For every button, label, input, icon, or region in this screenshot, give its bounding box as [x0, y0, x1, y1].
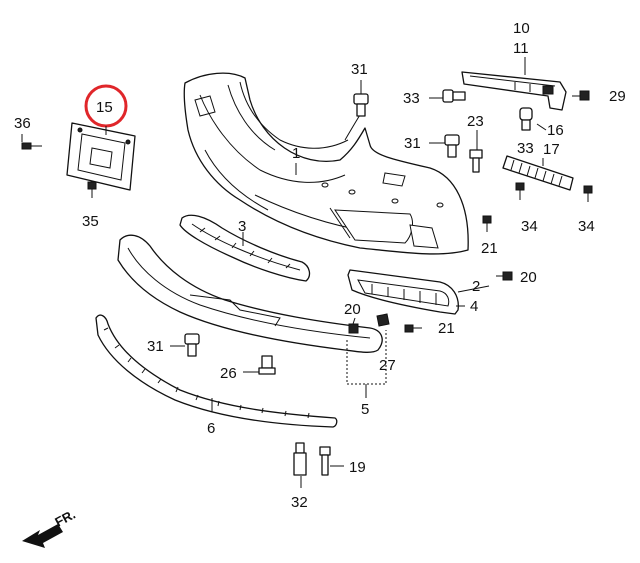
spacer-strip [502, 155, 574, 191]
callout-33-right: 33 [517, 140, 534, 157]
callout-5: 5 [361, 401, 369, 418]
callout-31-lower: 31 [147, 338, 164, 355]
callout-29: 29 [609, 88, 626, 105]
bumper-bracket [461, 71, 567, 111]
clip-27 [376, 313, 390, 327]
callout-21-lower: 21 [438, 320, 455, 337]
callout-17: 17 [543, 141, 560, 158]
clip-20-lower [348, 323, 359, 334]
front-direction-arrow: FR. [22, 507, 78, 548]
bolt-26 [258, 355, 276, 375]
lower-lip-strip [95, 314, 338, 428]
callout-33-left: 33 [403, 90, 420, 107]
callout-31-middle: 31 [404, 135, 421, 152]
screw-34-left [515, 182, 525, 200]
bolt-23 [469, 149, 483, 173]
bolt-32 [293, 442, 307, 476]
callout-11: 11 [513, 40, 529, 57]
callout-26: 26 [220, 365, 237, 382]
screw-34-right [583, 185, 593, 202]
screw-35 [87, 181, 97, 198]
callout-3: 3 [238, 218, 246, 235]
clip-20-upper [496, 271, 513, 281]
arrow-icon [22, 524, 63, 548]
callout-27: 27 [379, 357, 396, 374]
lower-grille [179, 214, 311, 282]
bolt-19 [319, 446, 331, 476]
license-plate-bracket [66, 122, 136, 191]
callout-34-right: 34 [578, 218, 595, 235]
callout-32: 32 [291, 494, 308, 511]
callout-21-upper: 21 [481, 240, 498, 257]
callout-1: 1 [292, 145, 300, 162]
screw-36 [21, 142, 42, 150]
clip-33-left [442, 89, 466, 103]
clip-31-lower [184, 333, 200, 357]
callout-15: 15 [96, 99, 113, 116]
leader-lines [21, 57, 580, 488]
callout-35: 35 [82, 213, 99, 230]
screw-21-upper [482, 215, 492, 232]
callout-6: 6 [207, 420, 215, 437]
callout-labels: 1 2 3 4 5 6 10 11 16 17 19 20 20 21 21 2… [14, 20, 626, 511]
clip-31-top [353, 93, 369, 117]
highlighted-callout: 15 [84, 84, 128, 135]
callout-36: 36 [14, 115, 31, 132]
callout-20-lower: 20 [344, 301, 361, 318]
callout-2: 2 [472, 278, 480, 295]
callout-4: 4 [470, 298, 478, 315]
callout-34-left: 34 [521, 218, 538, 235]
screw-21-lower [404, 324, 422, 333]
clip-33-right [519, 107, 533, 131]
callout-31-top: 31 [351, 61, 368, 78]
front-bumper-cover [183, 72, 469, 255]
lower-bumper-skirt [117, 234, 383, 353]
callout-19: 19 [349, 459, 366, 476]
callout-16: 16 [547, 122, 564, 139]
callout-20-upper: 20 [520, 269, 537, 286]
callout-23: 23 [467, 113, 484, 130]
fog-light-grille [347, 269, 459, 315]
callout-10: 10 [513, 20, 530, 37]
nut-29 [579, 90, 590, 101]
clip-31-middle [444, 134, 460, 158]
